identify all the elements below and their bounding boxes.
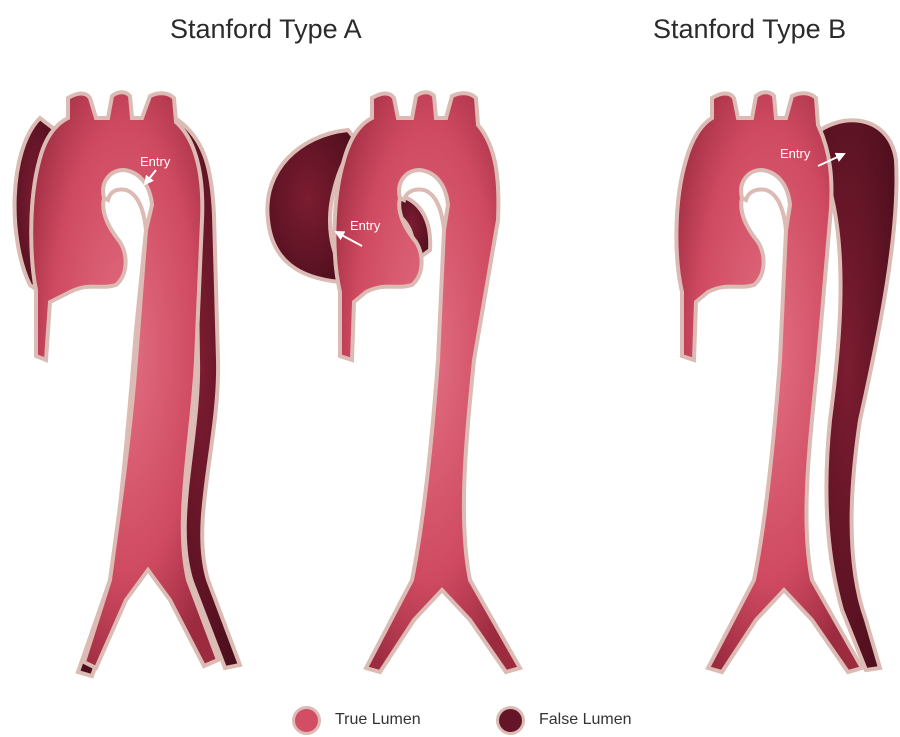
true-lumen-swatch xyxy=(292,706,321,735)
aorta-type-b: Entry xyxy=(676,92,896,672)
legend-false-lumen-label: False Lumen xyxy=(539,711,632,729)
legend-true-lumen-label: True Lumen xyxy=(335,711,421,729)
aorta-type-a-ascending: Entry xyxy=(267,92,520,672)
legend-true-lumen: True Lumen xyxy=(292,705,421,735)
entry-label-2: Entry xyxy=(350,218,381,233)
false-lumen-swatch xyxy=(496,706,525,735)
entry-label-3: Entry xyxy=(780,146,811,161)
legend-false-lumen: False Lumen xyxy=(496,705,632,735)
aorta-type-a-full: Entry xyxy=(15,92,240,676)
entry-label-1: Entry xyxy=(140,154,171,169)
